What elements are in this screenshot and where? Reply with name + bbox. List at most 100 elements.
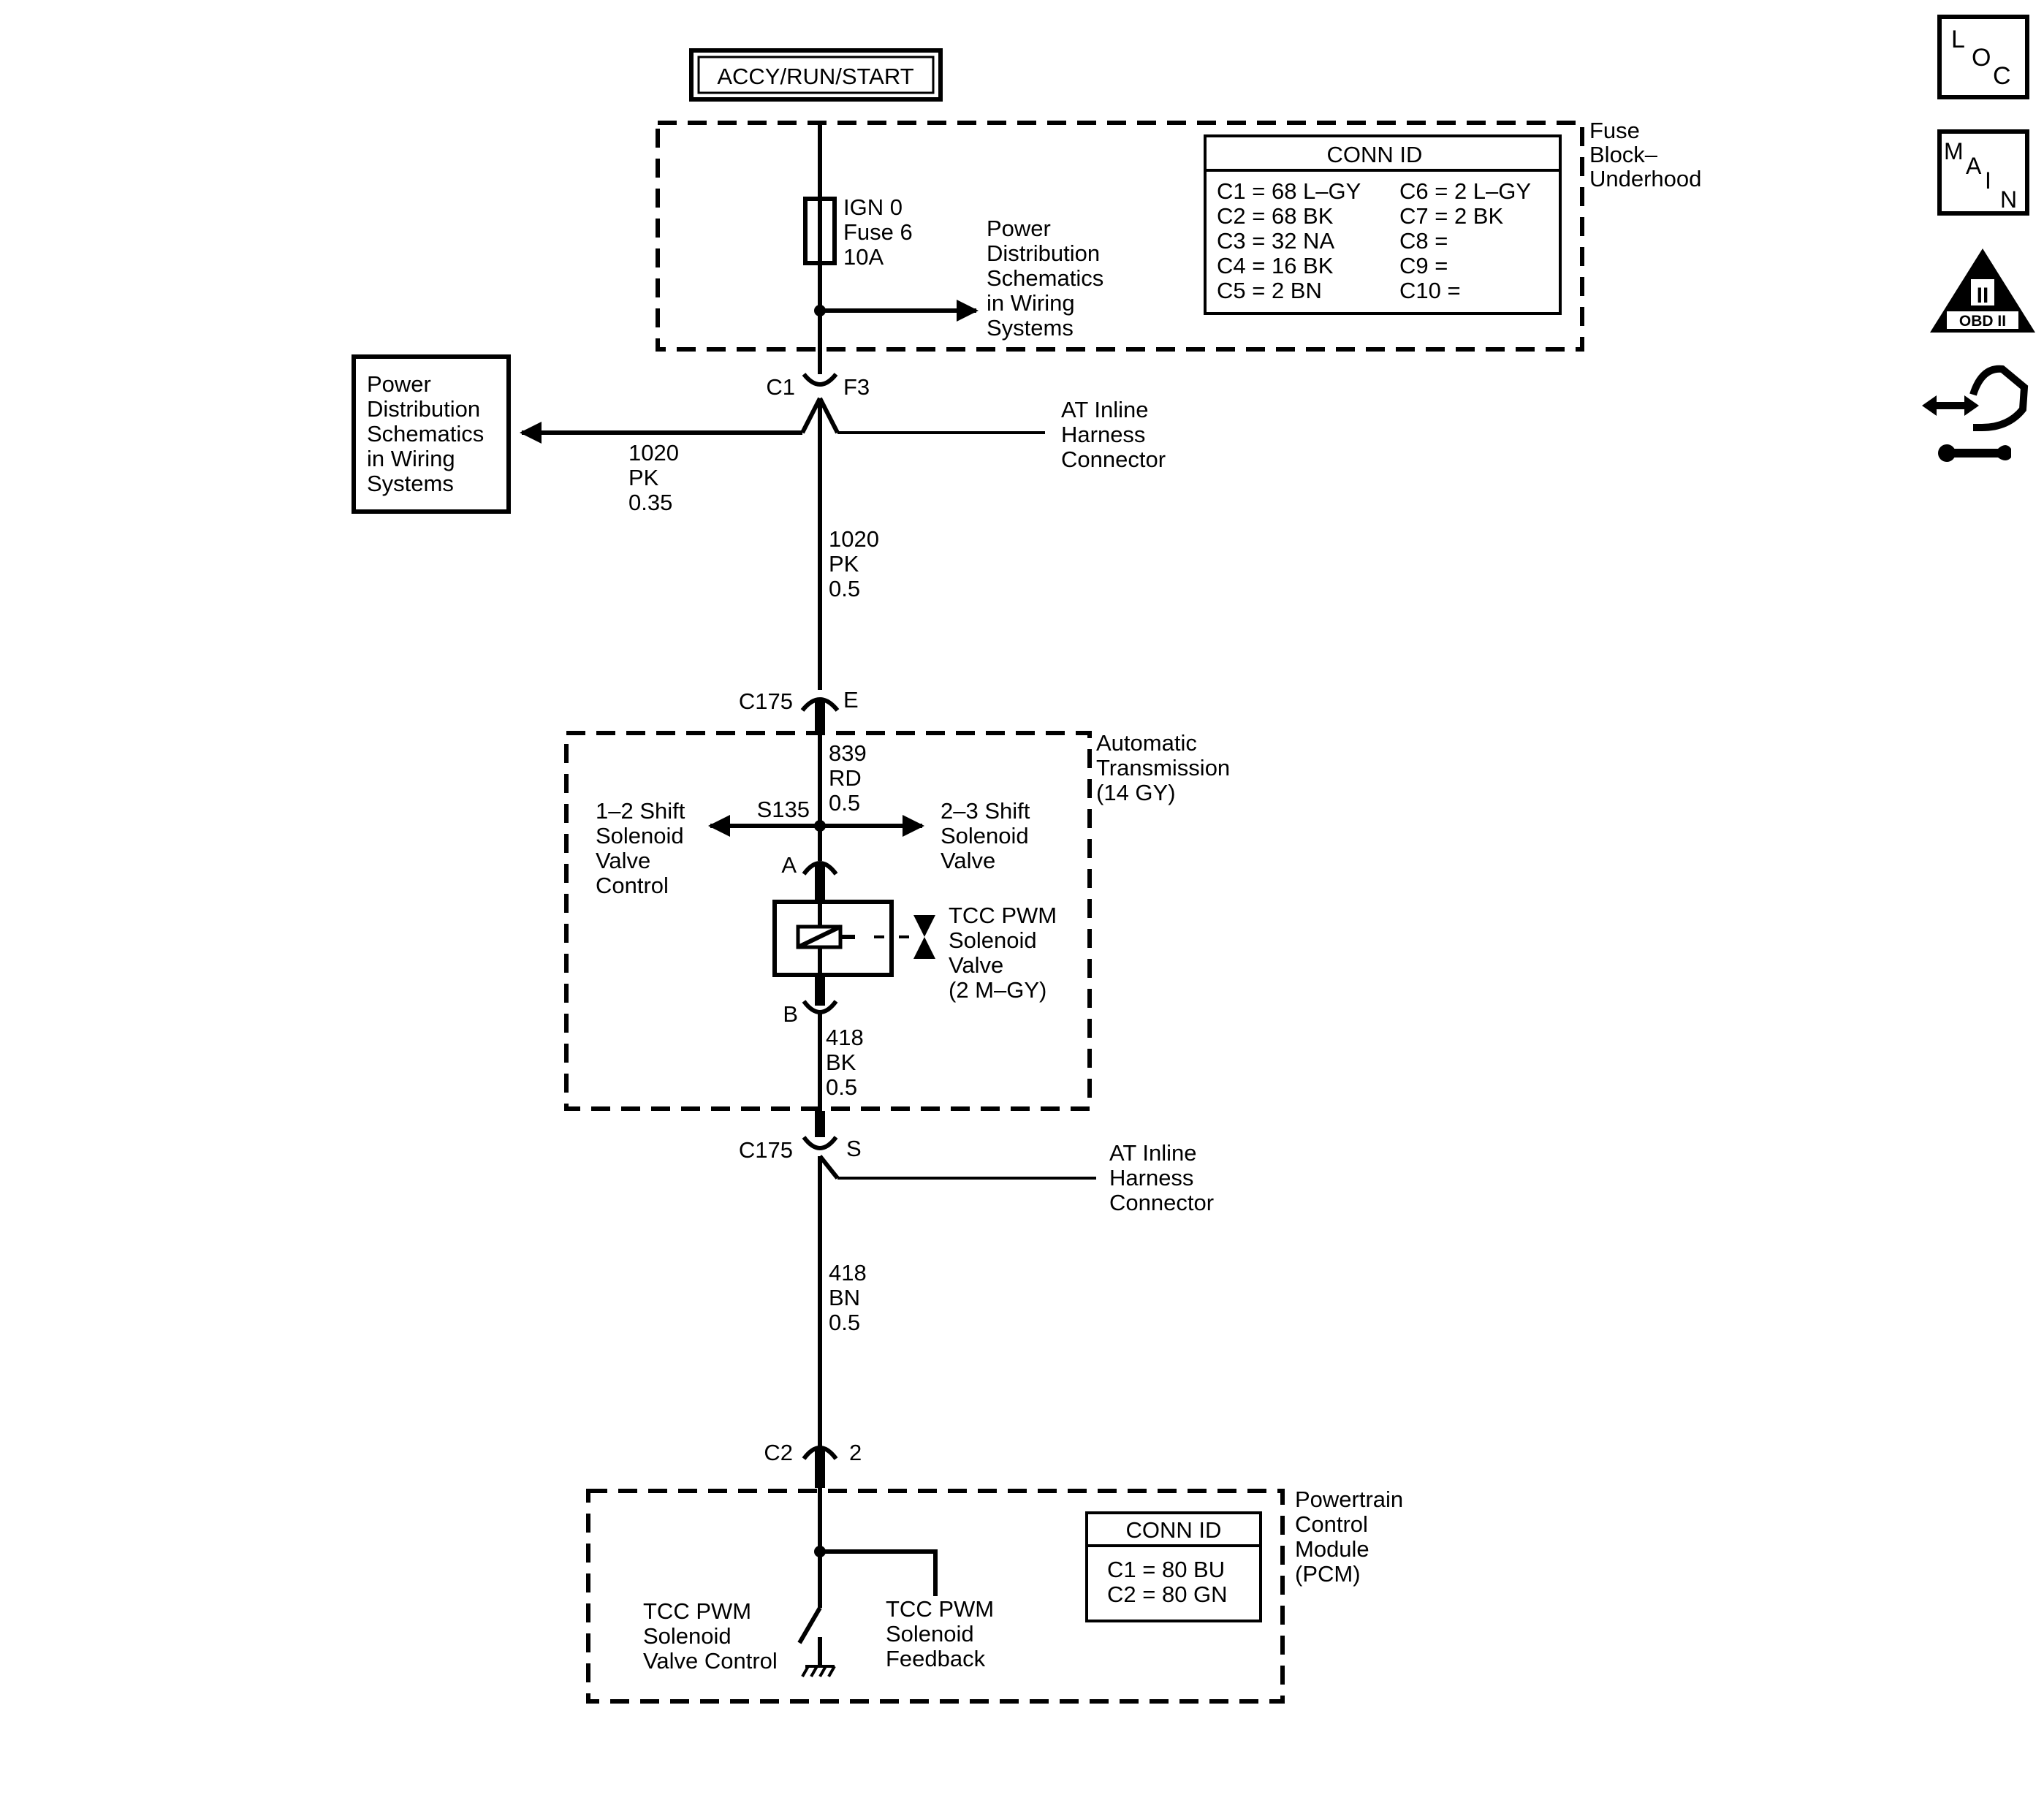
transmission-name-line: (14 GY)	[1096, 780, 1176, 805]
pcm-control-line: TCC PWM	[643, 1598, 751, 1624]
left-box-line: in Wiring	[367, 446, 455, 471]
pcm-control-line: Valve Control	[643, 1648, 778, 1674]
shift-23-label: 2–3 Shift Solenoid Valve	[941, 798, 1030, 873]
fuse-label-line: Fuse 6	[843, 219, 913, 245]
left-box-line: Power	[367, 371, 431, 397]
pcm-driver-switch	[797, 1606, 822, 1644]
obd-ii-icon[interactable]: II OBD II	[1930, 248, 2035, 333]
shift-23-line: Solenoid	[941, 823, 1029, 848]
conn-id-entry: C6 = 2 L–GY	[1399, 178, 1531, 204]
loc-icon[interactable]: L O C	[1937, 15, 2029, 99]
connector-c1-left-label: C1	[766, 374, 795, 400]
pcm-feedback-label: TCC PWM Solenoid Feedback	[886, 1596, 994, 1671]
left-power-dist-box: Power Distribution Schematics in Wiring …	[352, 354, 511, 514]
wire-418-bn-line: BN	[829, 1285, 860, 1310]
pcm-conn-id-title: CONN ID	[1126, 1517, 1222, 1543]
fuse-block-name-line: Fuse	[1589, 118, 1640, 143]
wire-1020-line: PK	[829, 551, 859, 577]
loc-letter: L	[1951, 26, 1965, 53]
connector-c175-e-right-label: E	[843, 687, 859, 713]
power-dist-line: in Wiring	[987, 290, 1075, 316]
conn-id-entry: C1 = 68 L–GY	[1217, 178, 1361, 204]
branch-wire-line: 0.35	[628, 490, 672, 515]
pin-a-label: A	[781, 852, 797, 878]
shift-12-line: Solenoid	[596, 823, 684, 848]
power-dist-line: Schematics	[987, 265, 1103, 291]
pcm-name-line: (PCM)	[1295, 1561, 1361, 1587]
power-dist-line: Systems	[987, 315, 1074, 341]
main-letter: I	[1985, 167, 1991, 194]
fuse-block-conn-id-table: CONN ID C1 = 68 L–GY C2 = 68 BK C3 = 32 …	[1204, 134, 1562, 315]
left-box-line: Systems	[367, 471, 454, 496]
connector-c1-right-label: F3	[843, 374, 870, 400]
fuse-label-line: IGN 0	[843, 194, 903, 220]
inline-connector-bottom-line: Harness	[1109, 1165, 1193, 1191]
conn-id-entry: C10 =	[1399, 278, 1461, 303]
tcc-line: Valve	[949, 952, 1003, 978]
conn-id-entry: C8 =	[1399, 228, 1448, 254]
connector-c175-e-symbol	[800, 697, 840, 712]
connector-c2-left-label: C2	[764, 1440, 793, 1465]
pcm-control-line: Solenoid	[643, 1623, 732, 1649]
transmission-name-line: Automatic	[1096, 730, 1197, 756]
pin-b-label: B	[783, 1001, 798, 1027]
power-dist-label: Power Distribution Schematics in Wiring …	[987, 216, 1103, 341]
connector-c175-s-left-label: C175	[739, 1137, 793, 1163]
tcc-pwm-solenoid-label: TCC PWM Solenoid Valve (2 M–GY)	[949, 903, 1057, 1003]
wire-418-bn-line: 0.5	[829, 1310, 860, 1335]
wire-1020-line: 1020	[829, 526, 879, 552]
inline-connector-line: AT Inline	[1061, 397, 1148, 422]
wire-1020-label: 1020 PK 0.5	[829, 526, 879, 601]
connector-c175-s-symbol	[802, 1136, 838, 1150]
left-box-line: Distribution	[367, 396, 480, 422]
service-hand-icon[interactable]	[1922, 365, 2029, 462]
pcm-feedback-line: Solenoid	[886, 1621, 974, 1647]
tcc-line: Solenoid	[949, 927, 1037, 953]
power-dist-line: Distribution	[987, 240, 1100, 266]
inline-connector-bottom-line: AT Inline	[1109, 1140, 1196, 1166]
main-icon[interactable]: M A I N	[1937, 129, 2029, 216]
splice-s135-label: S135	[757, 797, 810, 822]
connector-c1-symbol	[802, 373, 838, 387]
fuse-label: IGN 0 Fuse 6 10A	[843, 194, 913, 270]
conn-id-entry: C9 =	[1399, 253, 1448, 278]
wire-418-bk-line: 418	[826, 1025, 864, 1050]
loc-letter: O	[1972, 44, 1991, 72]
main-letter: M	[1944, 138, 1964, 164]
pcm-feedback-line: Feedback	[886, 1646, 986, 1671]
inline-connector-line: Harness	[1061, 422, 1145, 447]
wire-418-bk-line: 0.5	[826, 1074, 857, 1100]
inline-lead-diagonal	[818, 397, 840, 434]
conn-id-entry: C4 = 16 BK	[1217, 253, 1334, 278]
wire-839-line: 0.5	[829, 790, 860, 816]
pcm-conn-id-entry: C2 = 80 GN	[1107, 1582, 1228, 1607]
pcm-name-line: Module	[1295, 1536, 1369, 1562]
obd-roman: II	[1977, 284, 1989, 308]
conn-id-title: CONN ID	[1327, 142, 1423, 167]
connector-c175-s-right-label: S	[846, 1136, 862, 1161]
transmission-name-line: Transmission	[1096, 755, 1230, 781]
wire-418-bk-line: BK	[826, 1049, 856, 1075]
ground-icon	[801, 1665, 836, 1677]
pcm-name: Powertrain Control Module (PCM)	[1295, 1487, 1403, 1587]
branch-wire-line: 1020	[628, 440, 679, 466]
tcc-line: TCC PWM	[949, 903, 1057, 928]
fuse-label-line: 10A	[843, 244, 884, 270]
shift-12-line: 1–2 Shift	[596, 798, 685, 824]
feedback-lead	[820, 1549, 938, 1596]
wire-839-line: 839	[829, 740, 867, 766]
main-letter: N	[2000, 186, 2017, 213]
tcc-line: (2 M–GY)	[949, 977, 1046, 1003]
conn-id-entry: C2 = 68 BK	[1217, 203, 1334, 229]
conn-id-entry: C5 = 2 BN	[1217, 278, 1322, 303]
wire-418-bn-line: 418	[829, 1260, 867, 1286]
conn-id-entry: C7 = 2 BK	[1399, 203, 1503, 229]
pcm-feedback-line: TCC PWM	[886, 1596, 994, 1622]
pcm-conn-id-table: CONN ID C1 = 80 BU C2 = 80 GN	[1085, 1511, 1262, 1622]
wire-418-bn-label: 418 BN 0.5	[829, 1260, 867, 1335]
loc-letter: C	[1993, 62, 2011, 90]
left-box-line: Schematics	[367, 421, 484, 447]
main-letter: A	[1966, 153, 1982, 179]
pcm-name-line: Powertrain	[1295, 1487, 1403, 1512]
